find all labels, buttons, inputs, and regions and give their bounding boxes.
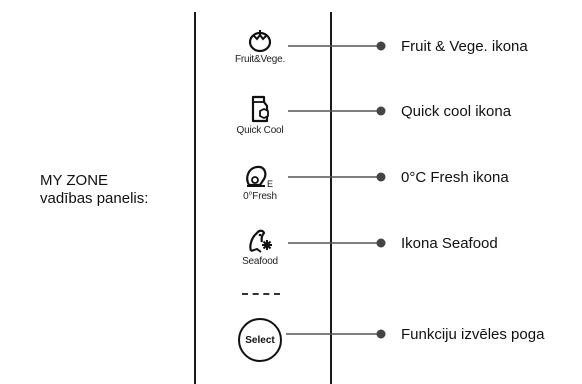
dashed-divider	[242, 293, 280, 295]
fruit-vege-caption: Fruit&Vege.	[234, 54, 286, 65]
fish-icon	[249, 229, 272, 253]
quick-cool-icon	[251, 95, 269, 123]
zero-fresh-icon-group[interactable]: E 0°Fresh	[225, 164, 295, 202]
callout-fruit-vege: Fruit & Vege. ikona	[401, 38, 528, 55]
leader-dot-quick-cool	[376, 106, 386, 116]
seafood-icon-group[interactable]: Seafood	[225, 227, 295, 267]
leader-dot-seafood	[376, 238, 386, 248]
select-button[interactable]: Select	[238, 318, 282, 362]
quick-cool-icon-group[interactable]: Quick Cool	[225, 94, 295, 136]
select-button-label: Select	[245, 334, 275, 346]
callout-quick-cool: Quick cool ikona	[401, 103, 512, 120]
svg-text:E: E	[267, 179, 273, 189]
quick-cool-caption: Quick Cool	[236, 125, 284, 136]
leader-dot-zero-fresh	[376, 172, 386, 182]
fruit-vege-icon-group[interactable]: Fruit&Vege.	[225, 27, 295, 65]
leader-dot-select	[376, 329, 386, 339]
seafood-caption: Seafood	[242, 256, 278, 267]
leader-dot-fruit-vege	[376, 41, 386, 51]
callout-zero-fresh: 0°C Fresh ikona	[401, 169, 509, 186]
callout-seafood: Ikona Seafood	[401, 235, 498, 252]
meat-icon: E	[246, 165, 273, 189]
zero-fresh-caption: 0°Fresh	[243, 191, 277, 202]
panel-description-line-2: vadības panelis:	[40, 190, 149, 207]
my-zone-control-panel: Fruit&Vege. Quick Cool E 0°Fresh	[194, 12, 332, 384]
panel-description: MY ZONE vadības panelis:	[40, 172, 148, 208]
panel-description-line-1: MY ZONE	[40, 172, 109, 189]
callout-select-button: Funkciju izvēles poga	[401, 326, 545, 343]
tomato-icon	[248, 30, 272, 53]
